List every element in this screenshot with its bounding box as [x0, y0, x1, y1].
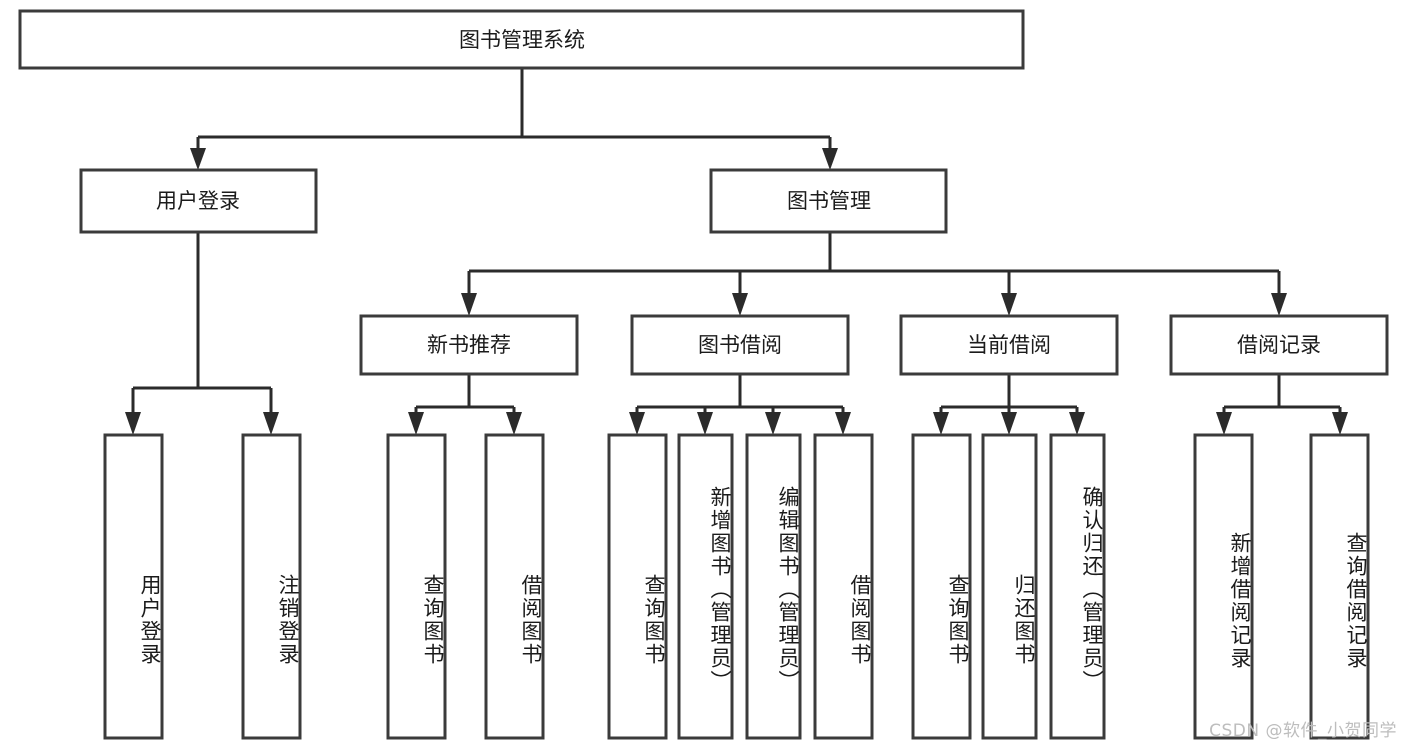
node-user-login-label: 用户登录 [156, 189, 240, 213]
node-current-borrow[interactable]: 当前借阅 [899, 314, 1119, 376]
node-borrow-record[interactable]: 借阅记录 [1169, 314, 1389, 376]
node-book-borrow[interactable]: 图书借阅 [630, 314, 850, 376]
leaf-box-nb-query-book[interactable] [386, 433, 447, 740]
node-book-borrow-label: 图书借阅 [698, 333, 782, 357]
connector-borrowrecord-to-leaves [1216, 374, 1348, 435]
node-current-borrow-label: 当前借阅 [967, 333, 1051, 357]
leaf-box-bb-add-book-admin[interactable] [677, 433, 734, 740]
node-root-system[interactable]: 图书管理系统 [18, 9, 1025, 70]
leaf-box-bb-edit-book-admin[interactable] [745, 433, 802, 740]
leaf-box-br-query-record[interactable] [1309, 433, 1370, 740]
leaf-box-cb-confirm-return-admin[interactable] [1049, 433, 1106, 740]
leaf-box-br-add-record[interactable] [1193, 433, 1254, 740]
node-borrow-record-label: 借阅记录 [1237, 333, 1321, 357]
leaf-box-user-login[interactable] [103, 433, 164, 740]
node-book-management[interactable]: 图书管理 [709, 168, 948, 234]
leaf-box-cb-return-book[interactable] [981, 433, 1038, 740]
node-new-book-recommend[interactable]: 新书推荐 [359, 314, 579, 376]
leaf-box-cb-query-book[interactable] [911, 433, 972, 740]
connector-currentborrow-to-leaves [933, 374, 1085, 435]
node-new-book-recommend-label: 新书推荐 [427, 333, 511, 357]
node-book-management-label: 图书管理 [787, 189, 871, 213]
leaf-box-bb-query-book[interactable] [607, 433, 668, 740]
node-root-label: 图书管理系统 [459, 28, 585, 52]
leaf-box-nb-borrow-book[interactable] [484, 433, 545, 740]
connector-bookborrow-to-leaves [629, 374, 851, 435]
csdn-watermark: CSDN @软件_小贺同学 [1209, 721, 1397, 741]
connector-root-to-level2 [190, 68, 838, 170]
leaf-box-bb-borrow-book[interactable] [813, 433, 874, 740]
leaf-box-logout-login[interactable] [241, 433, 302, 740]
connector-newbook-to-leaves [408, 374, 522, 435]
connector-userlogin-to-leaves [125, 232, 279, 435]
connector-bookmgmt-to-level3 [461, 232, 1287, 316]
node-user-login[interactable]: 用户登录 [79, 168, 318, 234]
